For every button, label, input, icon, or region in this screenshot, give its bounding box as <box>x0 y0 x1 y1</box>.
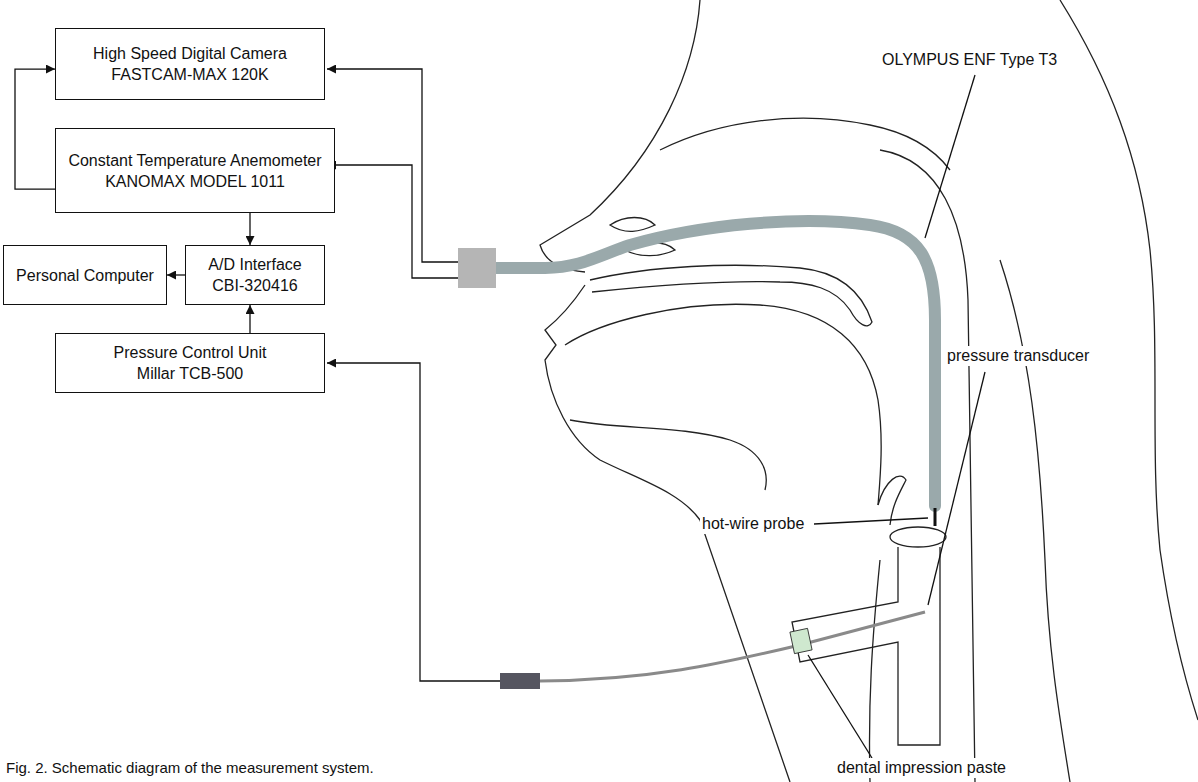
epiglottis <box>878 476 906 525</box>
endoscope-connector <box>458 248 496 288</box>
device-box: High Speed Digital CameraFASTCAM-MAX 120… <box>55 28 325 100</box>
box-text: FASTCAM-MAX 120K <box>111 64 268 85</box>
pressure-catheter <box>540 612 925 681</box>
box-text: Personal Computer <box>16 265 154 286</box>
leader-line <box>925 75 975 238</box>
spine <box>1000 260 1070 782</box>
tongue <box>565 304 881 505</box>
catheter-connector <box>500 673 540 689</box>
leader-line <box>814 518 928 524</box>
part-label: dental impression paste <box>835 758 1008 778</box>
device-box: Pressure Control UnitMillar TCB-500 <box>55 333 325 393</box>
device-box: A/D InterfaceCBI-320416 <box>185 245 325 305</box>
leader-line <box>808 655 872 758</box>
box-text: KANOMAX MODEL 1011 <box>105 171 285 192</box>
endoscope <box>495 221 935 506</box>
larynx-ring <box>890 527 946 547</box>
box-text: Millar TCB-500 <box>137 363 243 384</box>
palate <box>590 265 872 325</box>
signal-arrow <box>167 274 185 275</box>
anemometer-signal-line <box>327 165 458 278</box>
device-box: Personal Computer <box>3 245 167 305</box>
device-box: Constant Temperature AnemometerKANOMAX M… <box>55 128 335 213</box>
leader-line <box>928 372 985 605</box>
signal-arrow <box>15 69 55 189</box>
box-text: Pressure Control Unit <box>114 342 267 363</box>
signal-arrow <box>249 213 250 245</box>
box-text: A/D Interface <box>208 254 301 275</box>
mandible <box>570 420 766 490</box>
skull-base <box>660 118 950 170</box>
box-text: High Speed Digital Camera <box>93 43 287 64</box>
dental-paste <box>790 628 812 653</box>
hot-wire-probe <box>934 508 937 526</box>
figure-caption: Fig. 2. Schematic diagram of the measure… <box>4 758 376 778</box>
part-label: OLYMPUS ENF Type T3 <box>880 50 1059 70</box>
pharynx-wall <box>880 150 975 782</box>
box-text: Constant Temperature Anemometer <box>68 150 321 171</box>
trachea <box>869 560 880 782</box>
pressure-signal-line <box>327 363 500 681</box>
part-label: hot-wire probe <box>700 514 806 534</box>
tracheal-tube <box>792 547 940 745</box>
box-text: CBI-320416 <box>212 275 297 296</box>
nasal-concha <box>610 218 655 232</box>
part-label: pressure transducer <box>945 346 1091 366</box>
signal-arrow <box>249 305 250 333</box>
